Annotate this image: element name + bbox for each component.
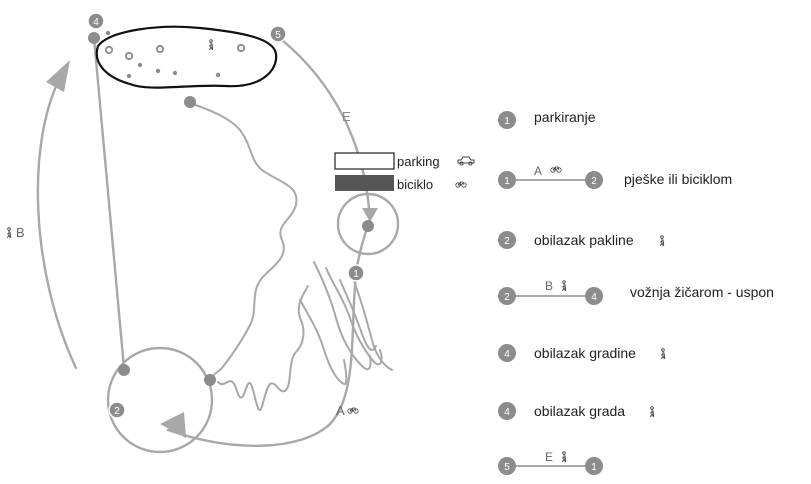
map-station-2: 2 [108,401,126,419]
bicycle-icon [550,166,562,173]
hiker-icon [649,406,655,418]
bicycle-label: biciklo [397,177,433,192]
svg-text:5: 5 [275,30,281,41]
map-badges: 4 5 2 1 [87,12,365,419]
svg-text:1: 1 [353,269,359,280]
map-station-4: 4 [87,12,105,30]
route-dots [88,32,374,386]
arrow-a-left [160,412,186,438]
hiker-icon [561,280,567,292]
bicycle-swatch [335,175,394,191]
legend: 1 parkiranje 1 2 A pješke ili biciklom 2… [498,109,774,475]
arrow-e-down [362,208,378,222]
legend-item-route-e: 5 1 E [498,450,603,475]
hiker-icon [561,451,567,463]
route-e-label: E [342,109,351,124]
hiker-icon [208,39,214,51]
parking-circle [336,192,400,256]
svg-text:5: 5 [504,462,510,473]
hiker-icon [6,227,12,239]
legend-item-paklina: 2 obilazak pakline [498,231,665,249]
route-a-line [166,273,358,447]
map-station-5: 5 [269,25,287,43]
svg-text:vožnja žičarom - uspon: vožnja žičarom - uspon [630,284,774,300]
svg-text:obilazak gradine: obilazak gradine [534,345,636,361]
legend-item-route-b: 2 4 B vožnja žičarom - uspon [498,279,774,305]
svg-text:2: 2 [591,176,597,187]
route-b-arc [36,72,78,370]
svg-text:B: B [545,279,553,293]
bicycle-icon [455,181,467,188]
routes [36,36,400,454]
legend-item-parking: 1 parkiranje [498,109,596,129]
bicycle-icon [347,407,359,414]
parking-label: parking [397,154,440,169]
svg-text:2: 2 [114,406,120,417]
parking-swatch [334,152,395,170]
car-icon [457,156,475,166]
coastline [189,102,393,412]
old-town-area [95,25,278,89]
arrow-b-up [46,60,70,92]
hiker-icon [660,348,666,360]
svg-text:4: 4 [504,349,510,360]
route-a-label: A [336,403,345,418]
svg-text:1: 1 [504,176,510,187]
route-b-label: B [16,225,25,240]
mode-box: parking biciklo [334,152,475,192]
svg-text:A: A [534,164,542,178]
svg-text:4: 4 [591,292,597,303]
station-2-circle [106,346,214,454]
legend-item-gradina: 4 obilazak gradine [498,344,666,362]
svg-text:1: 1 [504,116,510,127]
svg-text:obilazak pakline: obilazak pakline [534,232,634,248]
svg-text:E: E [545,450,553,464]
svg-text:4: 4 [504,407,510,418]
hiker-icon [659,235,665,247]
svg-text:pješke ili biciklom: pješke ili biciklom [624,171,732,187]
svg-text:1: 1 [591,462,597,473]
route-arrows [46,60,378,438]
map-station-1: 1 [347,264,365,282]
map-route-labels: B E A [6,109,359,418]
legend-item-grad: 4 obilazak grada [498,402,655,420]
cable-car-line [92,36,126,370]
legend-item-route-a: 1 2 A pješke ili biciklom [498,164,732,189]
svg-text:4: 4 [93,17,99,28]
svg-text:parkiranje: parkiranje [534,109,596,125]
svg-text:2: 2 [504,236,510,247]
svg-text:2: 2 [504,292,510,303]
svg-text:obilazak grada: obilazak grada [534,403,625,419]
